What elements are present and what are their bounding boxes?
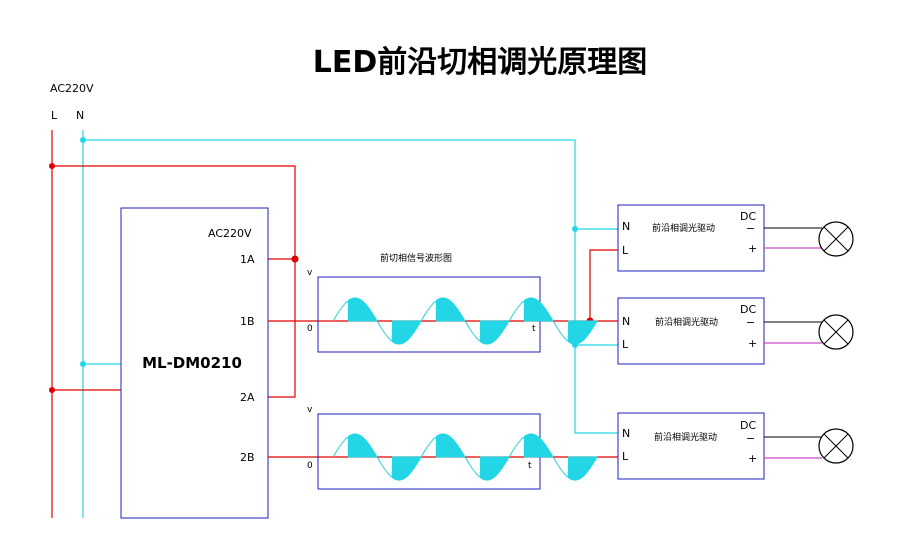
conducting-segment [391,320,422,345]
conducting-segment [391,456,422,481]
driver-2-minus: − [746,316,755,329]
line-to-2a-wire [52,165,296,398]
junction-dot [291,255,299,263]
driver-3-dc-label: DC [740,419,756,432]
lamp-icon [818,221,854,257]
conducting-segment [435,297,466,322]
controller-model: ML-DM0210 [142,354,242,372]
driver-3-name: 前沿相调光驱动 [654,431,717,443]
terminal-2a-label: 2A [240,391,255,404]
driver-1-minus: − [746,222,755,235]
junction-dot [80,361,86,367]
lamp-icon [818,314,854,350]
supply-label: AC220V [50,82,94,95]
neutral-bus [83,139,618,434]
waveform-caption: 前切相信号波形图 [380,252,452,264]
output-1b-to-driver-1 [589,249,618,321]
waveform-2-trace [332,433,598,481]
conducting-segment [347,297,378,322]
junction-dot [80,137,86,143]
waveform-1-t-axis: t [532,324,536,334]
driver-1-dc-label: DC [740,210,756,223]
waveform-1-v-axis: v [307,268,313,278]
driver-1-n-label: N [622,220,630,233]
driver-1-name: 前沿相调光驱动 [652,222,715,234]
waveform-1-origin: 0 [307,324,313,334]
waveform-2-origin: 0 [307,461,313,471]
conducting-segment [567,320,598,345]
driver-3-l-label: L [622,450,629,463]
driver-box-1 [617,204,765,272]
conducting-segment [523,433,554,458]
conducting-segment [479,320,510,345]
controller-box [120,207,269,519]
junction-dot [49,387,55,393]
terminal-1b-label: 1B [240,315,255,328]
conducting-segment [347,433,378,458]
waveform-2-t-axis: t [528,461,532,471]
junction-dot [49,163,55,169]
driver-2-l-label: L [622,338,629,351]
terminal-2b-label: 2B [240,451,255,464]
conducting-segment [479,456,510,481]
driver-2-plus: + [748,337,757,350]
driver-box-2 [617,297,765,365]
line-n-label: N [76,109,84,122]
conducting-segment [523,297,554,322]
waveform-1-trace [332,297,598,345]
page-title: LED前沿切相调光原理图 [313,45,648,80]
junction-dot [572,226,578,232]
controller-supply-label: AC220V [208,227,252,240]
conducting-segment [567,456,598,481]
driver-box-3 [617,412,765,480]
driver-3-minus: − [746,432,755,445]
driver-1-l-label: L [622,244,629,257]
driver-1-plus: + [748,242,757,255]
driver-2-n-label: N [622,315,630,328]
line-l-label: L [51,109,58,122]
terminal-1a-label: 1A [240,253,255,266]
driver-2-name: 前沿相调光驱动 [655,316,718,328]
waveform-2-v-axis: v [307,405,313,415]
driver-3-n-label: N [622,427,630,440]
lamp-icon [818,428,854,464]
driver-3-plus: + [748,452,757,465]
driver-2-dc-label: DC [740,303,756,316]
conducting-segment [435,433,466,458]
